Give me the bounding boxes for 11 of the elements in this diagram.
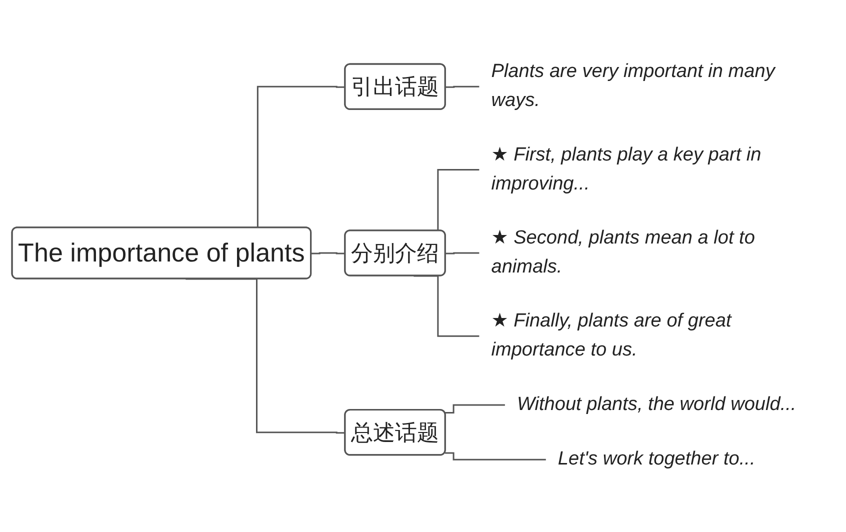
node-text: ★ Finally, plants are of great importance to us. — [491, 310, 732, 360]
connector — [311, 252, 346, 254]
node-text: ★ Second, plants mean a lot to animals. — [491, 227, 755, 278]
connector — [446, 252, 480, 254]
node-text: Plants are very important in many ways. — [491, 61, 775, 111]
node-text: ★ First, plants play a key part in improving... — [491, 144, 762, 194]
node-text: Without plants, the world would... — [516, 394, 796, 415]
node-text: Let's work together to... — [558, 448, 756, 470]
connector — [444, 452, 546, 460]
connector — [444, 404, 505, 414]
connector — [446, 86, 480, 88]
